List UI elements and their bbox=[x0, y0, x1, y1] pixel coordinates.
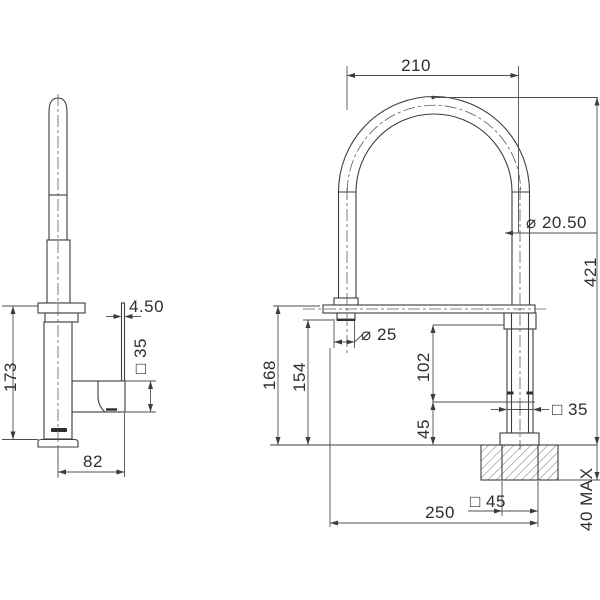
hose-arch-inner bbox=[355, 113, 513, 193]
dim-label-handle-reach: 82 bbox=[83, 452, 103, 471]
brand-mark bbox=[51, 428, 67, 432]
dim-handle-square: □ 35 bbox=[125, 338, 156, 413]
dim-body-lower: 45 bbox=[414, 401, 535, 445]
outlet-holder-side bbox=[44, 312, 79, 323]
dim-label-body-square: □ 35 bbox=[552, 400, 588, 419]
lever-side bbox=[120, 302, 126, 382]
dim-body-upper: 102 bbox=[414, 324, 504, 402]
dim-outlet-diameter: ⌀ 25 bbox=[333, 321, 397, 348]
dim-label-base-square: □ 45 bbox=[470, 492, 506, 511]
handle-block-detail bbox=[97, 381, 106, 413]
base-flange-front bbox=[499, 432, 540, 446]
hose-arch-outer bbox=[337, 96, 531, 193]
dim-label-body-height: 173 bbox=[1, 362, 20, 392]
dim-label-body-upper: 102 bbox=[414, 352, 433, 382]
hose-clamp bbox=[333, 297, 359, 306]
side-view bbox=[37, 94, 126, 478]
dim-label-height-to-outlet: 154 bbox=[290, 362, 309, 392]
dim-label-bench-thickness: 40 MAX bbox=[577, 468, 596, 531]
body-column-side bbox=[43, 321, 73, 440]
dim-base-square: □ 45 bbox=[468, 481, 539, 527]
dim-hose-diameter: ⌀ 20.50 bbox=[505, 213, 597, 236]
body-mark-left bbox=[507, 391, 514, 395]
bench-section bbox=[480, 444, 559, 481]
dim-label-spout-width: 210 bbox=[401, 56, 431, 75]
dim-body-height: 173 bbox=[1, 305, 38, 440]
body-mark-right bbox=[526, 391, 533, 395]
dim-label-lever-thickness: 4.50 bbox=[129, 297, 164, 316]
centerline-arch bbox=[346, 104, 522, 193]
dim-lever-thickness: 4.50 bbox=[106, 297, 164, 319]
dim-height-to-holder: 168 bbox=[260, 305, 320, 445]
spout-tube-side bbox=[46, 239, 71, 304]
dim-label-body-lower: 45 bbox=[414, 419, 433, 439]
dim-bench-thickness: 40 MAX bbox=[558, 445, 600, 531]
dim-handle-reach: 82 bbox=[57, 413, 125, 477]
dim-height-to-outlet: 154 bbox=[290, 319, 335, 445]
dim-label-handle-square: □ 35 bbox=[131, 338, 150, 374]
spout-holder-side bbox=[37, 302, 86, 314]
dim-label-outlet-diameter: ⌀ 25 bbox=[361, 325, 397, 344]
dim-overall-height: 421 bbox=[431, 95, 600, 445]
front-view bbox=[270, 96, 597, 481]
dim-label-reach: 250 bbox=[425, 503, 455, 522]
dim-label-height-to-holder: 168 bbox=[260, 360, 279, 390]
base-flange-side bbox=[37, 438, 79, 448]
dim-label-overall-height: 421 bbox=[581, 257, 600, 287]
dim-reach: 250 bbox=[329, 348, 538, 527]
dim-label-hose-diameter: ⌀ 20.50 bbox=[526, 213, 587, 232]
dim-spout-width: 210 bbox=[346, 56, 519, 233]
dim-body-square: □ 35 bbox=[491, 400, 588, 419]
